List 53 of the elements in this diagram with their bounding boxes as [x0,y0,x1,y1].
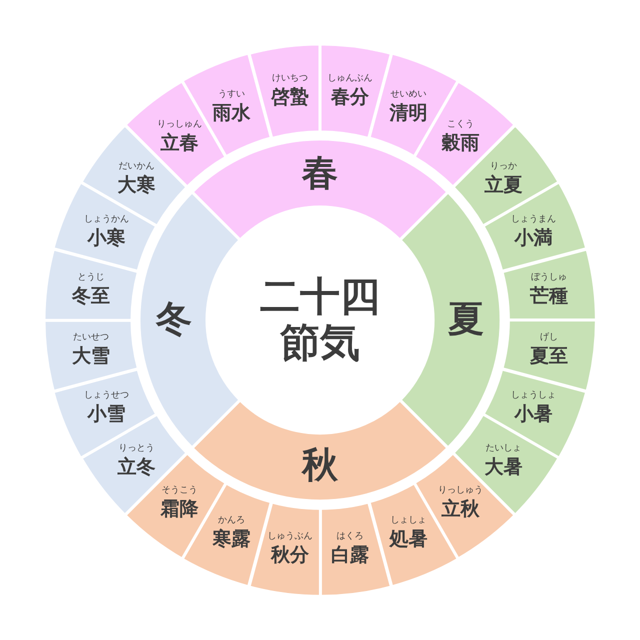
term-name: 小暑 [514,405,552,426]
term-reading: とうじ [77,273,104,283]
term-name: 雨水 [212,104,251,124]
term-name: 大雪 [72,347,110,368]
term-name: 立冬 [118,458,156,478]
term-name: 立秋 [442,500,480,520]
term-reading: そうこう [161,486,198,496]
term-name: 寒露 [212,530,251,550]
term-name: 春分 [331,88,370,108]
term-reading: しゅうぶん [267,532,312,542]
term-reading: しょしょ [390,516,426,526]
term-name: 大暑 [484,458,522,478]
term-name: 白露 [331,546,370,566]
term-reading: こくう [447,120,474,130]
term-name: 冬至 [72,286,110,307]
term-reading: ぼうしゅ [531,273,568,283]
term-name: 大寒 [118,176,156,196]
season-name: 春 [302,155,338,193]
term-name: 啓蟄 [270,88,309,108]
season-name: 夏 [448,301,484,339]
term-reading: しょうせつ [84,392,130,402]
term-reading: りっしゅん [156,120,202,130]
term-reading: はくろ [336,532,364,542]
season-name: 秋 [302,447,338,485]
term-reading: りっしゅう [438,486,484,496]
term-name: 夏至 [530,347,568,368]
center-title: 二十四節気 [259,274,381,366]
term-reading: しょうまん [510,214,556,224]
term-name: 霜降 [160,500,198,520]
term-name: 秋分 [270,546,309,566]
term-name: 芒種 [530,286,568,307]
term-reading: たいしょ [485,444,522,454]
term-name: 処暑 [389,530,428,550]
season-name: 冬 [156,301,192,339]
term-reading: かんろ [218,516,246,526]
term-reading: しゅんぶん [328,74,373,84]
term-reading: せいめい [390,90,426,100]
term-reading: しょうかん [84,214,130,224]
term-reading: だいかん [118,162,155,172]
term-name: 小満 [514,228,552,249]
term-name: 小寒 [88,228,126,249]
term-reading: けいちつ [272,74,308,84]
term-reading: たいせつ [72,333,109,343]
term-reading: りっか [490,162,517,172]
term-reading: りっとう [118,444,155,454]
term-name: 小雪 [88,405,126,426]
term-reading: しょうしょ [510,392,556,402]
term-name: 立春 [160,134,198,154]
term-reading: うすい [218,90,246,100]
term-reading: げし [540,333,558,343]
term-name: 清明 [389,104,428,124]
term-name: 立夏 [484,176,522,196]
term-name: 穀雨 [442,134,480,154]
